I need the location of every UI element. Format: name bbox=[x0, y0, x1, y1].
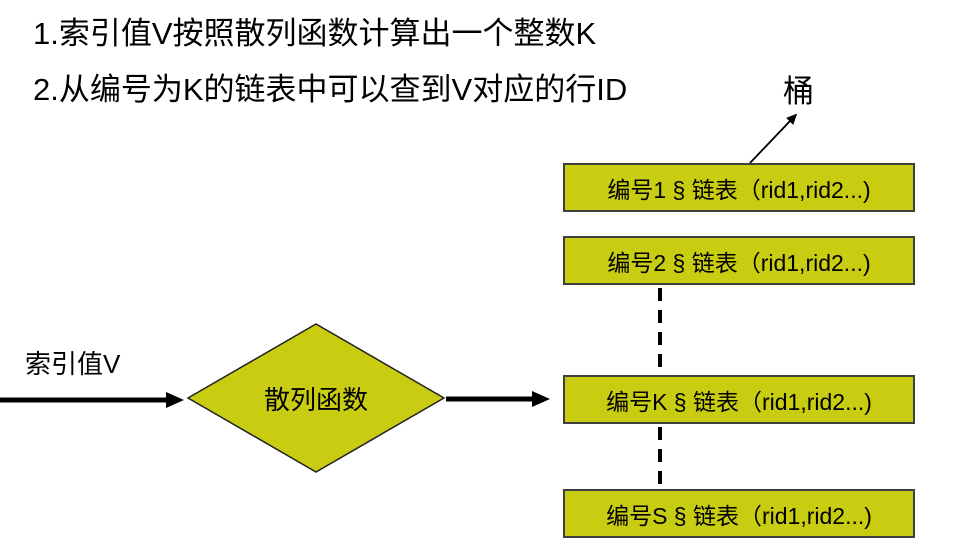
bucket-box-1-label: 编号1 § 链表（rid1,rid2...) bbox=[607, 176, 871, 203]
bucket-callout-arrow bbox=[749, 113, 798, 164]
bucket-box-k-label: 编号K § 链表（rid1,rid2...) bbox=[606, 388, 872, 415]
note-line-2: 2.从编号为K的链表中可以查到V对应的行ID bbox=[33, 72, 628, 107]
bucket-box-k: 编号K § 链表（rid1,rid2...) bbox=[563, 375, 915, 424]
index-value-label: 索引值V bbox=[25, 349, 121, 379]
bucket-box-2: 编号2 § 链表（rid1,rid2...) bbox=[563, 236, 915, 285]
hash-function-label: 散列函数 bbox=[263, 384, 368, 415]
hash-function-diamond bbox=[186, 323, 446, 473]
bucket-box-s-label: 编号S § 链表（rid1,rid2...) bbox=[606, 502, 872, 529]
bucket-box-s: 编号S § 链表（rid1,rid2...) bbox=[563, 489, 915, 538]
bucket-box-2-label: 编号2 § 链表（rid1,rid2...) bbox=[607, 249, 871, 276]
bucket-callout-label: 桶 bbox=[783, 74, 814, 109]
note-line-1: 1.索引值V按照散列函数计算出一个整数K bbox=[33, 16, 597, 51]
bucket-box-1: 编号1 § 链表（rid1,rid2...) bbox=[563, 163, 915, 212]
